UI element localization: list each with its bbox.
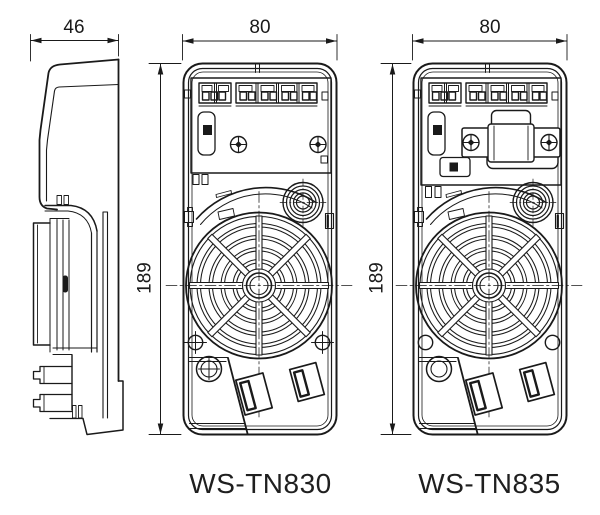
ws-tn835-details: [420, 77, 562, 198]
dim-label-46: 46: [63, 17, 84, 38]
dim-label-80-right: 80: [479, 17, 500, 38]
dimension-width-ws-tn835: 80: [412, 17, 568, 61]
dim-label-189-left: 189: [135, 262, 156, 294]
dimension-height-ws-tn835: 189: [367, 63, 412, 435]
dim-label-189-right: 189: [367, 262, 388, 294]
model-label-ws-tn830: WS-TN830: [189, 468, 331, 499]
dimension-side-depth: 46: [30, 17, 119, 62]
dim-label-80-left: 80: [249, 17, 270, 38]
model-label-ws-tn835: WS-TN835: [418, 468, 560, 499]
dimension-height-ws-tn830: 189: [135, 63, 182, 435]
speaker-body-side: [32, 218, 70, 353]
jumper-connector-2: [439, 156, 471, 178]
ws-tn830-details: [184, 77, 334, 380]
transformer: [461, 109, 561, 170]
front-view-ws-tn835: [394, 62, 584, 436]
side-view: [32, 58, 124, 436]
front-view-ws-tn830: [164, 62, 354, 436]
dimension-width-ws-tn830: 80: [182, 17, 338, 61]
